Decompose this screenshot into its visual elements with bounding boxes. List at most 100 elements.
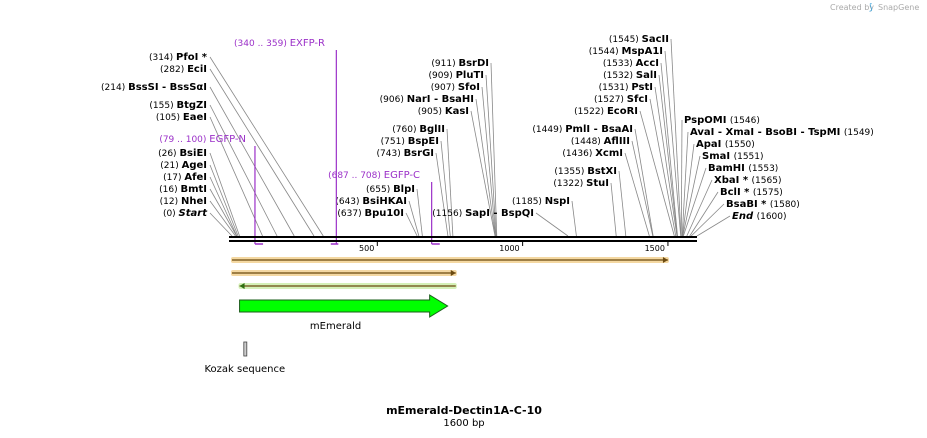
cut-site-line — [405, 212, 418, 237]
primer-egfp-c[interactable]: (687 .. 708) EGFP-C — [328, 170, 440, 245]
feature-kozak-sequence[interactable]: Kozak sequence — [204, 341, 285, 375]
cut-site-bcli[interactable]: BclI * (1575) — [720, 187, 783, 198]
orf-forward-1[interactable] — [231, 270, 457, 276]
cut-site-bsrgi[interactable]: (743) BsrGI — [377, 148, 435, 159]
cut-site-bsrdi[interactable]: (911) BsrDI — [431, 58, 489, 69]
cut-site-line — [631, 140, 654, 237]
cut-site-kasi[interactable]: (905) KasI — [418, 106, 469, 117]
cut-site-bsiei[interactable]: (26) BsiEI — [158, 148, 207, 159]
cut-site-line — [490, 62, 498, 237]
cut-site-smai[interactable]: SmaI (1551) — [702, 151, 764, 162]
cut-site-label: (637) Bpu10I — [337, 208, 404, 219]
primer-exfp-r[interactable]: (340 .. 359) EXFP-R — [234, 38, 339, 245]
feature-label: Kozak sequence — [204, 364, 285, 375]
cut-site-label: XbaI * (1565) — [714, 175, 781, 186]
cut-site-xbai[interactable]: XbaI * (1565) — [714, 175, 781, 186]
cut-site-line — [649, 98, 677, 237]
cut-site-btgzi[interactable]: (155) BtgZI — [149, 100, 207, 111]
cut-site-sacii[interactable]: (1545) SacII — [609, 34, 669, 45]
cut-site-sfoi[interactable]: (907) SfoI — [431, 82, 480, 93]
cut-site-pspomi[interactable]: PspOMI (1546) — [684, 115, 760, 126]
cut-site-label: (907) SfoI — [431, 82, 480, 93]
cut-site-label: (1544) MspA1I — [589, 46, 663, 57]
cut-site-xcmi[interactable]: (1436) XcmI — [562, 148, 623, 159]
cut-site-apai[interactable]: ApaI (1550) — [696, 139, 755, 150]
cut-site-line — [682, 143, 695, 237]
cut-site-bspei[interactable]: (751) BspEI — [381, 136, 439, 147]
cut-site-sali[interactable]: (1532) SalI — [603, 70, 657, 81]
cut-site-avai-xmai-bsobi-tspmi[interactable]: AvaI - XmaI - BsoBI - TspMI (1549) — [690, 127, 874, 138]
cut-site-bsssi-bsss-i[interactable]: (214) BssSI - BssSαI — [101, 82, 207, 93]
cut-site-ecii[interactable]: (282) EciI — [160, 64, 207, 75]
cut-site-eaei[interactable]: (105) EaeI — [156, 112, 207, 123]
cut-site-end[interactable]: End (1600) — [732, 211, 787, 222]
orf-forward-0[interactable] — [231, 257, 669, 263]
cut-site-label: (21) AgeI — [160, 160, 207, 171]
cut-site-nhei[interactable]: (12) NheI — [160, 196, 207, 207]
cut-site-line — [209, 116, 263, 237]
cut-site-label: (743) BsrGI — [377, 148, 435, 159]
cut-site-label: (1531) PstI — [599, 82, 653, 93]
cut-site-line — [209, 212, 233, 237]
cut-site-acci[interactable]: (1533) AccI — [603, 58, 659, 69]
cut-site-line — [639, 110, 675, 237]
cut-site-bglii[interactable]: (760) BglII — [392, 124, 445, 135]
primer-egfp-n[interactable]: (79 .. 100) EGFP-N — [159, 134, 264, 245]
cut-site-line — [209, 68, 315, 237]
feature-box — [243, 341, 248, 357]
cut-site-psti[interactable]: (1531) PstI — [599, 82, 653, 93]
cut-site-line — [209, 200, 236, 237]
cut-site-line — [209, 176, 238, 237]
cut-site-sapi-bspqi[interactable]: (1156) SapI - BspQI — [432, 208, 534, 219]
cut-site-afei[interactable]: (17) AfeI — [163, 172, 207, 183]
cut-site-stui[interactable]: (1322) StuI — [553, 178, 609, 189]
cut-site-afliii[interactable]: (1448) AflIII — [571, 136, 630, 147]
cut-site-line — [660, 62, 678, 237]
cut-site-label: (12) NheI — [160, 196, 207, 207]
backbone-top-strand — [229, 236, 697, 238]
cut-site-line — [535, 212, 569, 237]
cut-site-line — [690, 203, 725, 237]
cut-site-line — [682, 167, 707, 237]
cut-site-mspa1i[interactable]: (1544) MspA1I — [589, 46, 663, 57]
cut-site-bamhi[interactable]: BamHI (1553) — [708, 163, 778, 174]
cut-site-bpu10i[interactable]: (637) Bpu10I — [337, 208, 404, 219]
cut-site-bsabi[interactable]: BsaBI * (1580) — [726, 199, 800, 210]
cut-site-label: (1355) BstXI — [554, 166, 617, 177]
cut-site-blpi[interactable]: (655) BlpI — [366, 184, 415, 195]
cut-site-agei[interactable]: (21) AgeI — [160, 160, 207, 171]
cut-site-pmli-bsaai[interactable]: (1449) PmlI - BsaAI — [532, 124, 633, 135]
cut-site-start[interactable]: (0) Start — [163, 208, 208, 219]
cut-site-line — [654, 86, 678, 237]
feature-mEmerald[interactable]: mEmerald — [239, 294, 449, 332]
cut-site-bsihkai[interactable]: (643) BsiHKAI — [335, 196, 407, 207]
cut-site-bstxi[interactable]: (1355) BstXI — [554, 166, 617, 177]
cut-site-pluti[interactable]: (909) PluTI — [429, 70, 484, 81]
cut-site-label: (751) BspEI — [381, 136, 439, 147]
cut-site-line — [485, 74, 497, 237]
orf-reverse-2[interactable] — [238, 283, 457, 289]
cut-site-ecori[interactable]: (1522) EcoRI — [574, 106, 638, 117]
cut-site-lines — [209, 38, 731, 237]
orf-arrowhead — [662, 257, 668, 263]
cut-site-sfci[interactable]: (1527) SfcI — [594, 94, 648, 105]
axis-tick-label: 1500 — [645, 244, 665, 253]
cut-site-line — [670, 38, 682, 237]
cut-site-line — [209, 188, 237, 237]
cut-site-line — [664, 50, 682, 237]
credit-brand: SnapGene — [878, 3, 919, 12]
cut-site-line — [446, 128, 454, 237]
cut-site-nari-bsahi[interactable]: (906) NarI - BsaHI — [380, 94, 474, 105]
cut-site-label: (760) BglII — [392, 124, 445, 135]
cut-site-label: (655) BlpI — [366, 184, 415, 195]
axis-tick-label: 500 — [359, 244, 374, 253]
cut-site-bmti[interactable]: (16) BmtI — [159, 184, 207, 195]
cut-site-labels: (0) Start(12) NheI(16) BmtI(17) AfeI(21)… — [101, 34, 874, 222]
primers: (79 .. 100) EGFP-N(340 .. 359) EXFP-R(68… — [159, 38, 440, 245]
cut-site-pfoi[interactable]: (314) PfoI * — [149, 52, 208, 63]
cut-site-label: (905) KasI — [418, 106, 469, 117]
cut-site-nspi[interactable]: (1185) NspI — [512, 196, 570, 207]
cut-site-line — [681, 131, 689, 237]
